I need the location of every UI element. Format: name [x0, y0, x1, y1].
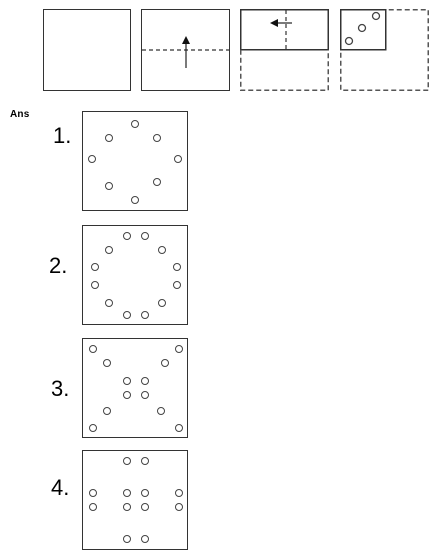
arrow-up-head-icon	[182, 36, 190, 44]
hole	[88, 155, 96, 163]
hole	[175, 424, 183, 432]
hole	[91, 263, 99, 271]
hole	[173, 281, 181, 289]
hole	[123, 377, 131, 385]
answer-label: Ans	[10, 109, 30, 120]
hole	[131, 196, 139, 204]
hole	[89, 489, 97, 497]
question-step-punched-sheet	[340, 9, 429, 91]
hole	[105, 134, 113, 142]
fold-bottom-up-diagram	[142, 36, 231, 68]
hole	[103, 359, 111, 367]
punched-hole	[357, 23, 367, 33]
hole	[153, 134, 161, 142]
fold-right-to-left-diagram	[240, 9, 329, 91]
hole	[158, 299, 166, 307]
hole	[141, 232, 149, 240]
hole	[123, 503, 131, 511]
hole	[89, 424, 97, 432]
hole	[141, 535, 149, 543]
option-2-label: 2.	[49, 253, 68, 278]
question-step-fold-bottom-up	[141, 9, 231, 91]
hole	[141, 503, 149, 511]
hole	[161, 359, 169, 367]
hole	[123, 391, 131, 399]
hole	[123, 311, 131, 319]
hole	[141, 391, 149, 399]
hole	[141, 457, 149, 465]
hole	[141, 311, 149, 319]
hole	[123, 457, 131, 465]
hole	[89, 503, 97, 511]
hole	[103, 407, 111, 415]
hole	[91, 281, 99, 289]
hole	[157, 407, 165, 415]
hole	[174, 155, 182, 163]
option-3-box[interactable]	[82, 338, 188, 438]
hole	[105, 299, 113, 307]
punched-hole	[371, 11, 381, 21]
hole	[153, 178, 161, 186]
option-3-label: 3.	[51, 376, 70, 401]
hole	[141, 489, 149, 497]
option-4-box[interactable]	[82, 450, 188, 550]
hole	[123, 535, 131, 543]
hole	[141, 377, 149, 385]
hole	[105, 182, 113, 190]
hole	[131, 120, 139, 128]
option-1-box[interactable]	[82, 111, 188, 211]
hole	[105, 246, 113, 254]
question-step-fold-right-to-left	[240, 9, 329, 91]
option-4-label: 4.	[51, 475, 70, 500]
hole	[123, 232, 131, 240]
hole	[89, 345, 97, 353]
hole	[175, 345, 183, 353]
option-2-box[interactable]	[82, 225, 188, 325]
arrow-left-head-icon	[270, 19, 278, 27]
punched-sheet-diagram	[340, 9, 429, 91]
hole	[175, 489, 183, 497]
hole	[175, 503, 183, 511]
punched-hole	[344, 36, 354, 46]
option-1-label: 1.	[53, 123, 72, 148]
question-step-square-sheet	[43, 9, 131, 91]
hole	[123, 489, 131, 497]
hole	[158, 246, 166, 254]
hole	[173, 263, 181, 271]
